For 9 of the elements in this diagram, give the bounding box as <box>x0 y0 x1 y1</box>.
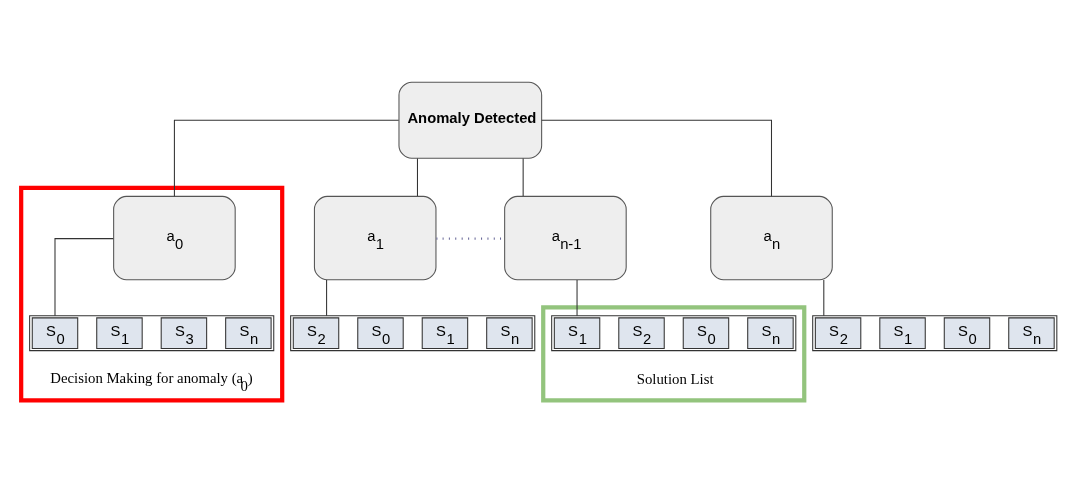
connector <box>326 279 328 316</box>
connector <box>416 157 418 196</box>
connector <box>54 237 114 316</box>
connector <box>541 119 772 197</box>
connector <box>173 119 400 197</box>
connector <box>576 279 578 316</box>
node-box: Anomaly Detected <box>398 81 543 159</box>
connector <box>823 279 825 316</box>
connector <box>522 157 524 196</box>
